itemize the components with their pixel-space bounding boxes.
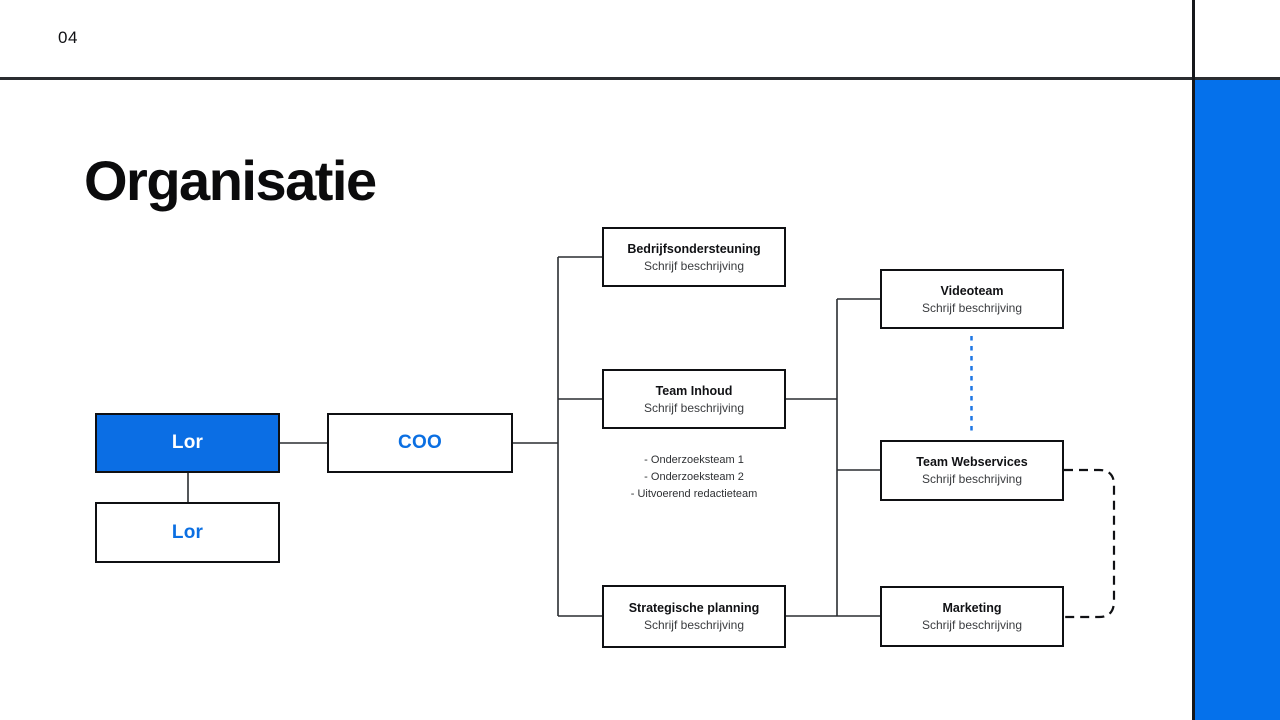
org-node-team-webservices: Team Webservices Schrijf beschrijving (880, 440, 1064, 501)
org-node-lor-secondary: Lor (95, 502, 280, 563)
org-node-coo: COO (327, 413, 513, 473)
org-node-title: Team Inhoud (655, 383, 733, 398)
org-node-team-inhoud: Team Inhoud Schrijf beschrijving (602, 369, 786, 429)
org-node-subtitle: Schrijf beschrijving (921, 618, 1023, 632)
right-vertical-line (1192, 0, 1195, 720)
org-node-subtitle: Schrijf beschrijving (643, 258, 745, 273)
page-number: 04 (58, 28, 78, 47)
subteam-list: - Onderzoeksteam 1 - Onderzoeksteam 2 - … (602, 452, 786, 503)
org-node-subtitle: Schrijf beschrijving (921, 300, 1023, 315)
org-node-subtitle: Schrijf beschrijving (921, 472, 1023, 486)
subteam-item: - Onderzoeksteam 2 (644, 471, 744, 483)
org-node-title: Strategische planning (628, 601, 760, 615)
dashed-connector-webservices-marketing (1064, 468, 1116, 619)
org-node-label: Lor (171, 432, 204, 453)
org-node-title: Marketing (942, 601, 1002, 615)
org-node-label: COO (398, 432, 442, 453)
org-node-marketing: Marketing Schrijf beschrijving (880, 586, 1064, 647)
header-divider (0, 77, 1280, 80)
org-node-lor-primary: Lor (95, 413, 280, 473)
org-node-label: Lor (171, 521, 204, 543)
slide-title: Organisatie (84, 149, 377, 212)
org-node-title: Team Webservices (916, 455, 1028, 469)
subteam-item: - Onderzoeksteam 1 (644, 454, 744, 466)
org-node-subtitle: Schrijf beschrijving (643, 618, 745, 632)
org-node-videoteam: Videoteam Schrijf beschrijving (880, 269, 1064, 329)
subteam-item: - Uitvoerend redactieteam (630, 488, 758, 500)
org-node-title: Videoteam (940, 283, 1004, 298)
org-node-strategische-planning: Strategische planning Schrijf beschrijvi… (602, 585, 786, 648)
org-node-subtitle: Schrijf beschrijving (643, 400, 745, 415)
org-node-bedrijfsondersteuning: Bedrijfsondersteuning Schrijf beschrijvi… (602, 227, 786, 287)
right-accent-bar (1195, 80, 1280, 720)
org-node-title: Bedrijfsondersteuning (627, 241, 761, 256)
